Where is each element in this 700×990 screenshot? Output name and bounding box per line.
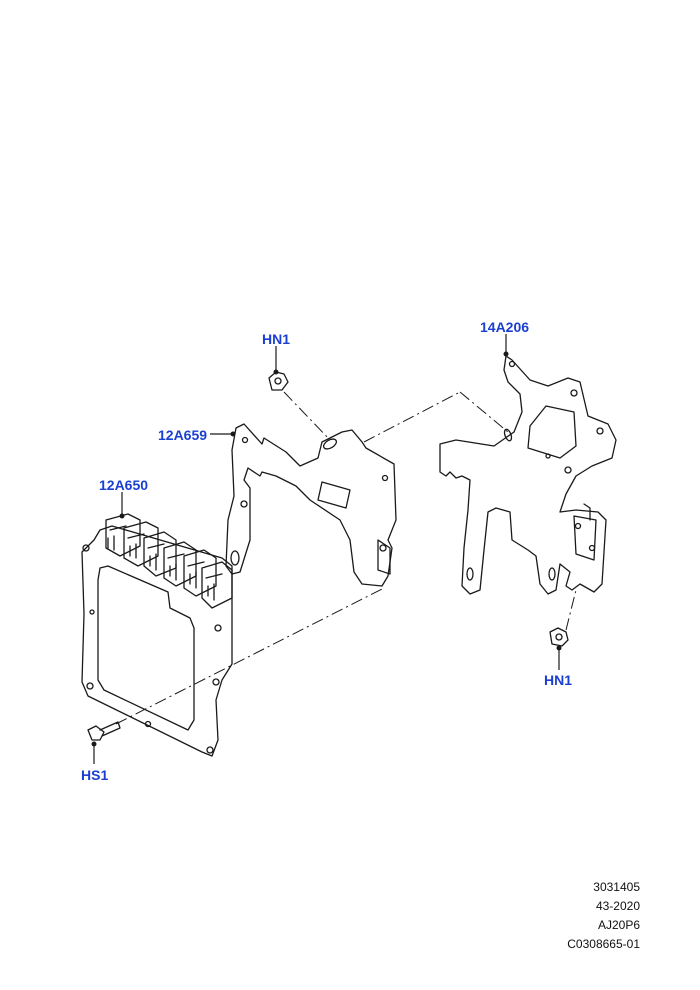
reference-line-1: 3031405 — [593, 880, 640, 894]
callout-12a659: 12A659 — [158, 427, 208, 443]
screw-hs1-shape — [87, 721, 121, 741]
nut-hn1-top-shape — [268, 371, 289, 391]
callout-14a206: 14A206 — [480, 319, 530, 335]
bracket-12a659 — [225, 423, 397, 587]
reference-line-2: 43-2020 — [595, 899, 640, 913]
leader-lines — [93, 334, 560, 764]
assembly-lines — [115, 391, 577, 725]
callout-hn1-top: HN1 — [262, 331, 291, 347]
reference-line-4: C0308665-01 — [567, 937, 640, 951]
callout-hn1-bottom: HN1 — [544, 672, 573, 688]
callout-hs1: HS1 — [81, 767, 109, 783]
leader-dots — [91, 351, 562, 747]
bracket-14a206 — [439, 355, 617, 595]
diagram-reference-block: 3031405 43-2020 AJ20P6 C0308665-01 — [567, 878, 640, 954]
nut-hn1-bottom-shape — [549, 627, 569, 647]
callout-12a650: 12A650 — [99, 477, 149, 493]
ecm-module-12a650 — [81, 513, 233, 757]
reference-line-3: AJ20P6 — [597, 918, 640, 932]
